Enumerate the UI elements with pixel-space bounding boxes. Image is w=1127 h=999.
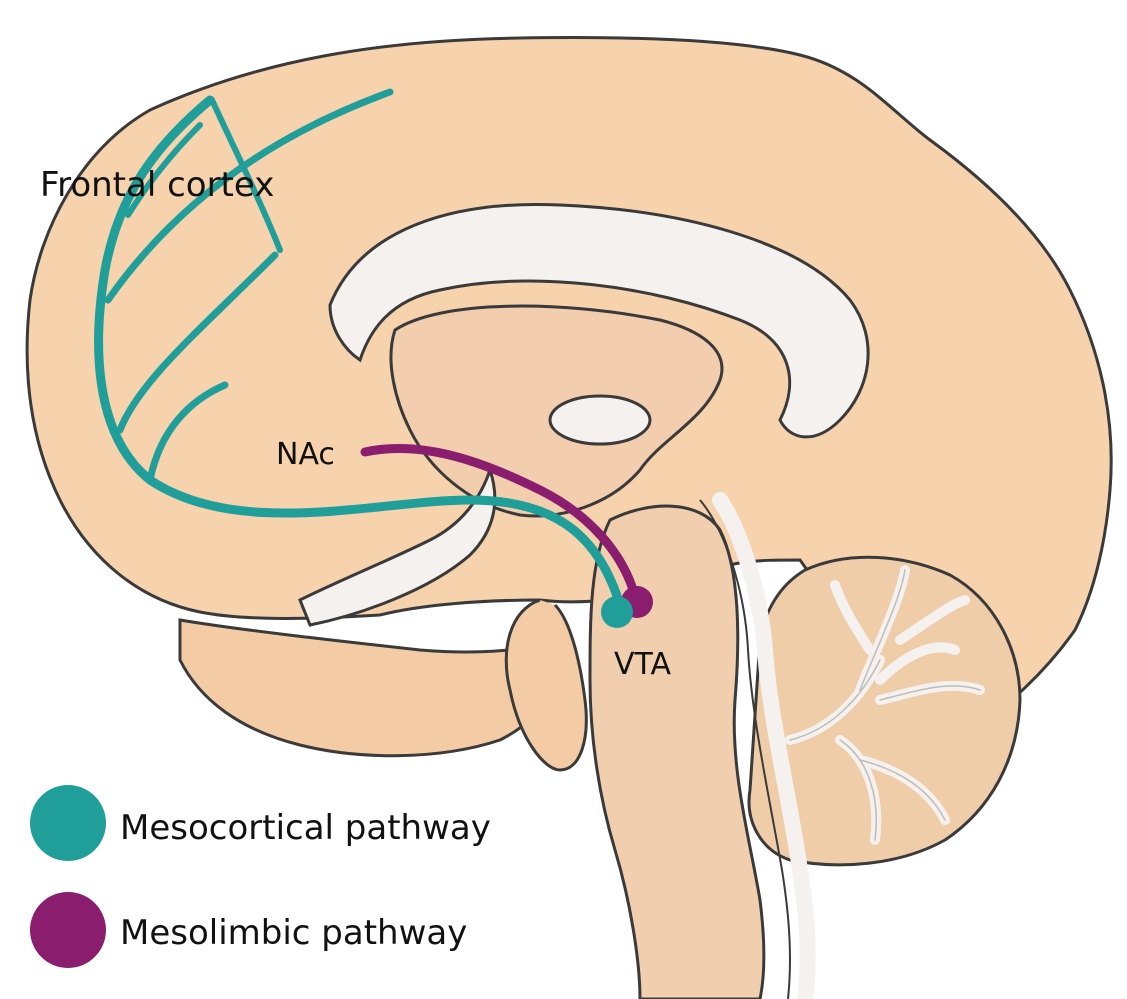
cerebellum	[747, 555, 1022, 867]
temporal-lobe	[178, 618, 562, 758]
label-vta: VTA	[614, 647, 672, 682]
legend-label-mesolimbic: Mesolimbic pathway	[120, 913, 468, 953]
brainstem-white-band-edge	[699, 499, 791, 999]
legend-swatch-mesocortical	[30, 785, 106, 861]
thalamus-mass	[548, 394, 652, 446]
pituitary-loop	[504, 598, 588, 772]
mesocortical-pathway	[94, 88, 625, 610]
label-nac: NAc	[276, 437, 335, 472]
brainstem-white-band	[712, 492, 816, 999]
label-frontal-cortex: Frontal cortex	[40, 165, 275, 205]
legend-swatch-mesolimbic	[30, 892, 106, 968]
corpus-callosum	[328, 202, 870, 439]
mesolimbic-pathway	[360, 443, 641, 605]
fornix	[298, 465, 497, 627]
legend-label-mesocortical: Mesocortical pathway	[120, 808, 491, 848]
arbor-vitae-outline	[789, 569, 981, 841]
vta-mesocortical-dot	[601, 596, 633, 628]
